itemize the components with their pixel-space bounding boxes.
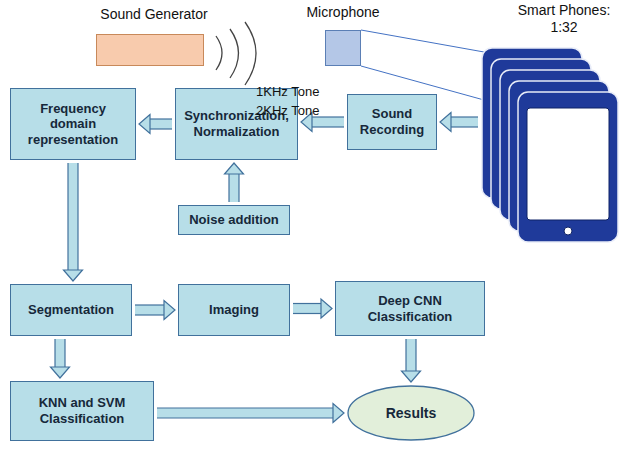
microphone: Microphone [297,4,389,67]
phone-stack [476,48,626,248]
box-label: Sound Recording [348,102,436,141]
box-label: Results [386,405,437,421]
block-arrow [225,163,244,202]
block-arrow [157,404,344,423]
block-arrow [293,299,332,318]
sound-wave [230,29,239,78]
part-label: Microphone [297,4,389,21]
block-arrow [139,115,172,134]
smart-phone [518,92,618,242]
part-label: Sound Generator [92,6,216,23]
smart-phones: Smart Phones: 1:32 [476,2,626,248]
sound-wave [245,22,256,85]
process-box: Deep CNN Classification [335,281,485,336]
process-box: Imaging [178,284,290,336]
box-label: Noise addition [183,208,285,232]
sound-generator: Sound Generator [92,6,216,68]
process-box: Sound Recording [347,94,437,150]
result-ellipse: Results [347,385,475,441]
leader-line [361,30,484,100]
block-arrow [64,163,83,281]
box-label: KNN and SVM Classification [11,391,153,430]
process-box: Segmentation [10,284,132,336]
box-label: Segmentation [22,298,120,322]
tone-label: 1KHz Tone [256,84,319,99]
box-label: Imaging [203,298,265,322]
process-box: KNN and SVM Classification [10,381,154,441]
tone-label: 2KHz Tone [256,103,319,118]
block-arrow [51,339,70,378]
sound-wave [216,36,222,70]
box-label: Deep CNN Classification [336,289,484,328]
process-box: Frequency domain representation [10,88,136,160]
box-label: Frequency domain representation [11,97,135,152]
block-arrow [135,301,175,320]
part-label: Smart Phones: 1:32 [514,2,614,36]
block-arrow [440,113,478,132]
block-arrow [402,339,421,382]
microphone-body [325,30,361,66]
generator-body [96,34,204,66]
process-box: Noise addition [178,205,290,235]
